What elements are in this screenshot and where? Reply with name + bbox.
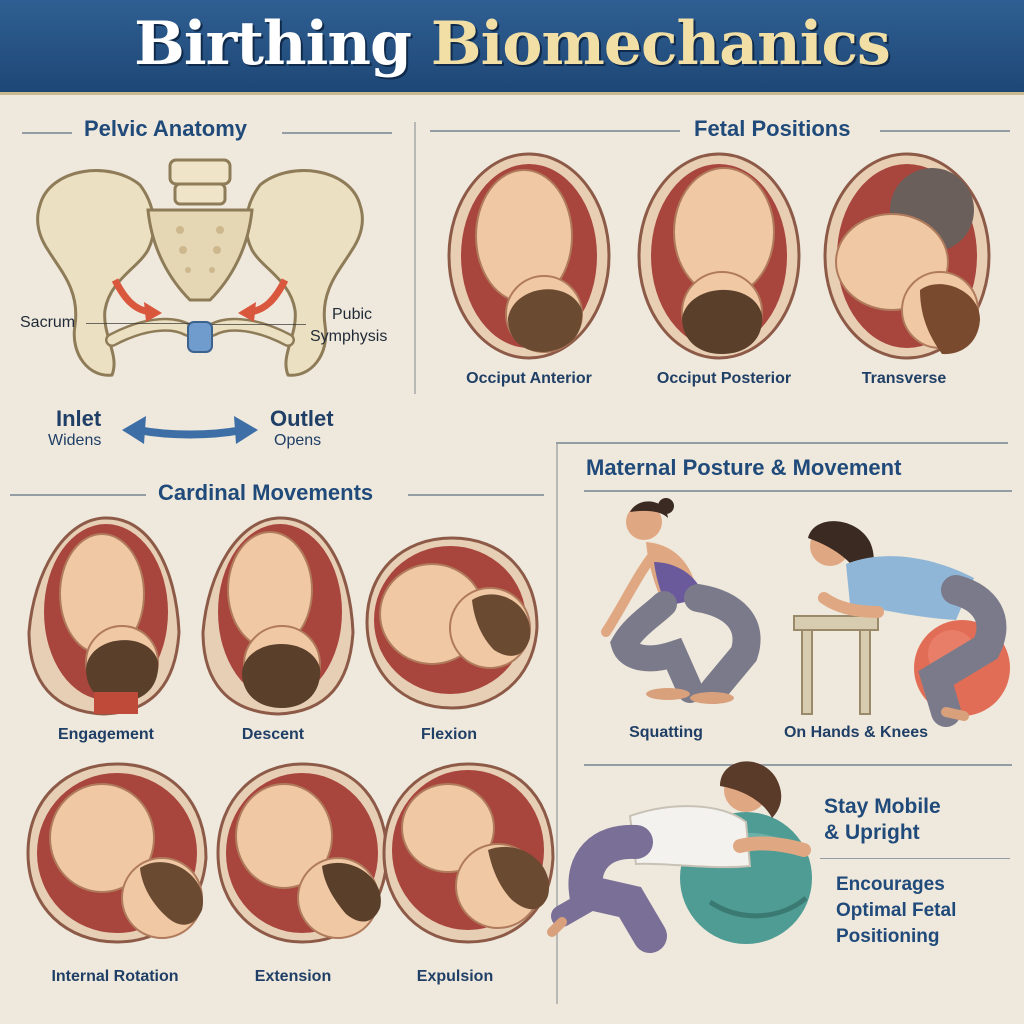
divider-vertical-bottom <box>556 444 558 1004</box>
label-cardinal-0: Engagement <box>57 726 154 743</box>
note-enc-line2: Optimal Fetal <box>836 900 957 921</box>
label-fetal-2: Transverse <box>861 370 947 387</box>
pelvis-illustration <box>36 158 364 377</box>
label-cardinal-3: Internal Rotation <box>51 968 179 985</box>
label-cardinal-4: Extension <box>254 968 332 985</box>
fetus-occiput-anterior <box>447 152 611 360</box>
section-heading-fetal-positions: Fetal Positions <box>694 116 851 141</box>
fetus-internal-rotation <box>26 762 208 944</box>
double-arrow-icon <box>122 416 258 444</box>
label-pubic-line1: Pubic <box>332 306 373 323</box>
divider-horizontal-right <box>556 442 1008 444</box>
label-fetal-1: Occiput Posterior <box>656 370 792 387</box>
label-maternal-1: On Hands & Knees <box>783 724 929 741</box>
label-inlet: Inlet <box>56 406 102 431</box>
rule <box>408 494 544 496</box>
rule <box>820 858 1010 859</box>
fetus-extension <box>216 762 389 944</box>
note-enc-line1: Encourages <box>836 874 945 895</box>
fetus-descent <box>201 516 355 716</box>
rule <box>880 130 1010 132</box>
label-cardinal-1: Descent <box>241 726 305 743</box>
rule <box>430 130 680 132</box>
leader-line-pubic <box>212 324 306 325</box>
label-fetal-0: Occiput Anterior <box>466 370 592 387</box>
rule <box>282 132 392 134</box>
page-title: Birthing Biomechanics <box>0 4 1024 84</box>
fetus-occiput-posterior <box>637 152 801 360</box>
woman-hands-knees-illustration <box>793 521 1010 727</box>
note-stay-line2: & Upright <box>824 821 920 844</box>
section-heading-pelvic-anatomy: Pelvic Anatomy <box>84 116 248 141</box>
rule <box>22 132 72 134</box>
fetus-flexion <box>365 536 539 710</box>
note-stay-mobile: Stay Mobile & Upright <box>824 794 941 846</box>
title-word-biomechanics: Biomechanics <box>430 9 891 79</box>
label-outlet: Outlet <box>270 406 334 431</box>
title-banner <box>0 0 1024 95</box>
note-encourages: Encourages Optimal Fetal Positioning <box>836 872 956 950</box>
label-opens: Opens <box>274 432 322 449</box>
label-widens: Widens <box>48 432 102 449</box>
label-cardinal-2: Flexion <box>420 726 477 743</box>
note-enc-line3: Positioning <box>836 926 940 947</box>
woman-leaning-on-ball-illustration <box>547 761 812 953</box>
label-maternal-0: Squatting <box>629 724 703 741</box>
label-cardinal-5: Expulsion <box>416 968 494 985</box>
section-heading-cardinal-movements: Cardinal Movements <box>158 480 374 505</box>
label-sacrum: Sacrum <box>20 314 76 331</box>
rule <box>584 490 1012 492</box>
section-heading-maternal-posture: Maternal Posture & Movement <box>586 455 902 480</box>
fetus-transverse <box>823 152 991 360</box>
fetus-expulsion <box>382 762 555 944</box>
fetus-engagement <box>27 516 181 716</box>
note-stay-line1: Stay Mobile <box>824 795 941 818</box>
title-word-birthing: Birthing <box>134 9 412 79</box>
label-pubic-line2: Symphysis <box>310 328 388 345</box>
divider-vertical-top <box>414 122 416 394</box>
woman-squatting-illustration <box>601 498 761 704</box>
rule <box>10 494 146 496</box>
leader-line-sacrum <box>86 323 190 324</box>
rule <box>584 764 1012 766</box>
